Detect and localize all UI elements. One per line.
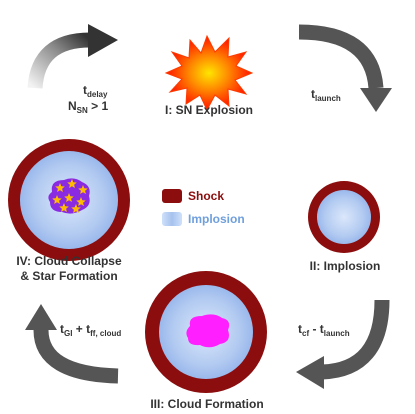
arrow-delay: [27, 24, 118, 89]
stage-i-label: I: SN Explosion: [164, 103, 253, 117]
cloud-core: [186, 314, 230, 348]
arrow-cloud-formation: [296, 299, 390, 389]
star-icon: [78, 185, 88, 194]
stage-ii-implosion: [308, 181, 380, 253]
stage-ii-label: II: Implosion: [309, 259, 381, 273]
timescale-nsn: NSN > 1: [68, 99, 109, 115]
timescale-gi-plus-ff: tGI + tff, cloud: [60, 322, 122, 338]
stage-iii-cloud-formation: [145, 271, 267, 393]
stage-iii-label: III: Cloud Formation: [150, 397, 264, 411]
legend-shock-swatch: [162, 189, 182, 203]
stage-iv-label-line1: IV: Cloud Collapse: [16, 254, 122, 268]
stars-group: [52, 179, 88, 213]
star-icon: [64, 193, 74, 202]
star-icon: [76, 197, 86, 206]
arrow-collapse: [25, 304, 119, 384]
star-icon: [52, 195, 62, 204]
star-icon: [71, 204, 81, 213]
stage-iv-label-line2: & Star Formation: [20, 269, 118, 283]
legend-shock-label: Shock: [188, 189, 225, 203]
arrow-launch: [298, 24, 392, 112]
star-icon: [67, 179, 77, 188]
legend-implosion-swatch: [162, 212, 182, 226]
timescale-delay: tdelay: [83, 83, 108, 99]
stage-iv-cloud: [8, 139, 130, 261]
timescale-launch: tlaunch: [311, 87, 341, 103]
star-icon: [59, 203, 69, 212]
legend-implosion-label: Implosion: [188, 212, 245, 226]
sn-explosion-starburst: [164, 34, 254, 112]
timescale-cf-minus-launch: tcf - tlaunch: [298, 322, 350, 338]
star-icon: [55, 183, 65, 192]
